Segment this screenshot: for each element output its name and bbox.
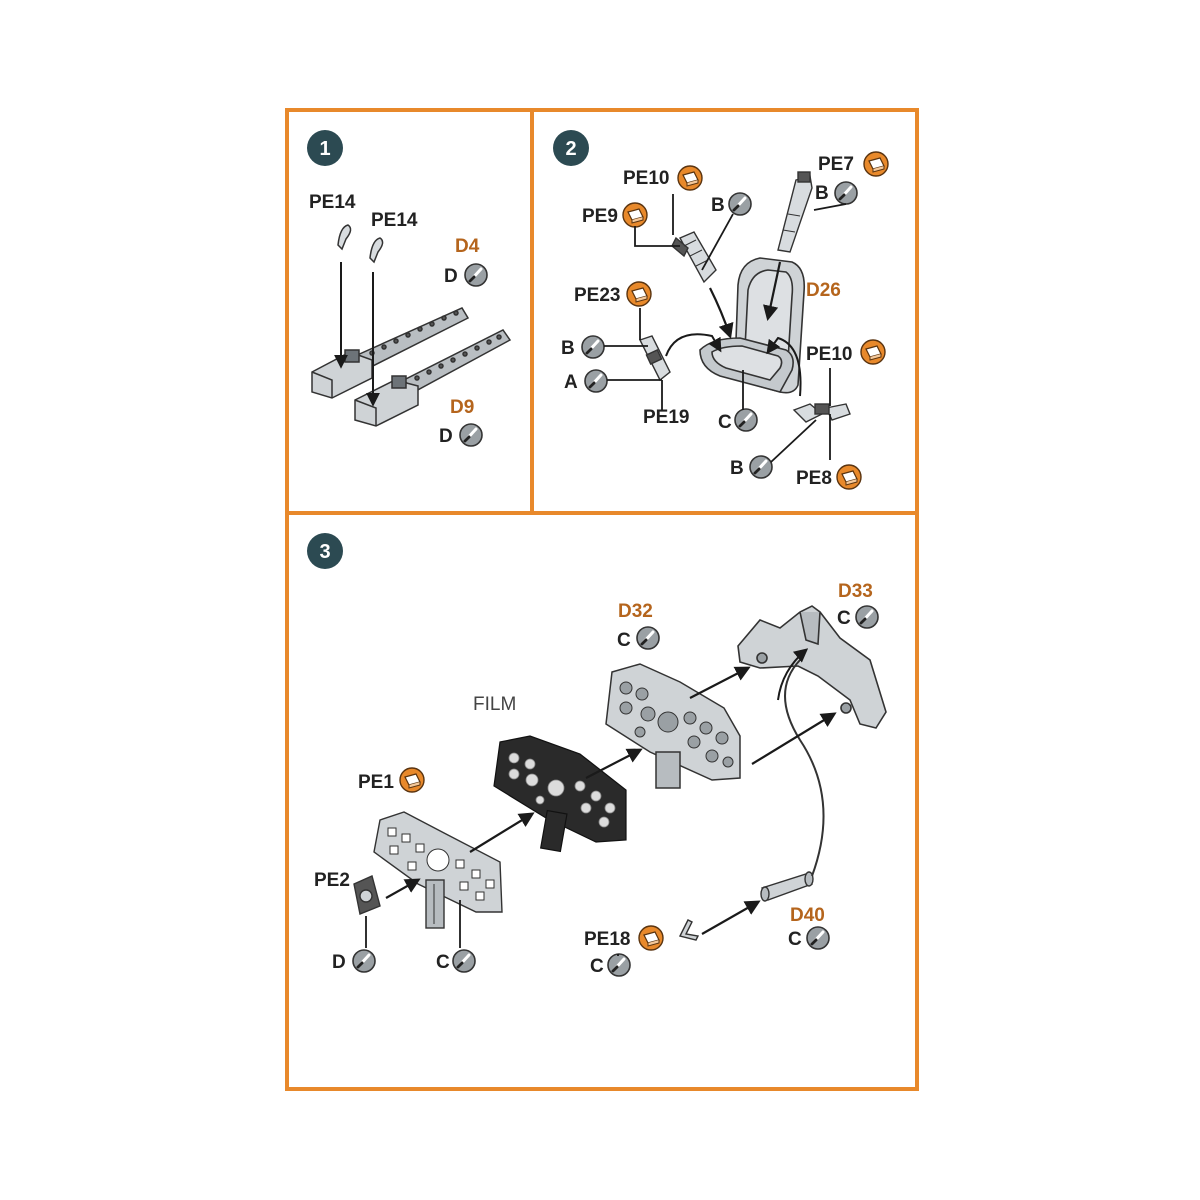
pe8-label: PE8	[796, 468, 832, 489]
arrow-icon	[763, 261, 782, 322]
step-3-leaders	[365, 900, 619, 956]
arrow-icon	[777, 648, 809, 701]
photo-etch-icon	[836, 464, 862, 490]
pe9-label: PE9	[582, 206, 618, 227]
paint-color-icon	[635, 625, 661, 651]
strap-pe7	[777, 171, 813, 253]
panel-pe1	[373, 811, 503, 929]
paint-color-icon	[854, 604, 880, 630]
photo-etch-icon	[860, 339, 886, 365]
d33-color-label: C	[837, 608, 851, 629]
d26-label: D26	[806, 280, 841, 301]
paint-color-icon	[580, 334, 606, 360]
a-left-label: A	[564, 372, 578, 393]
arrow-icon	[385, 878, 421, 899]
pe7-color-label: B	[815, 183, 829, 204]
photo-etch-icon	[677, 165, 703, 191]
pe2-label: PE2	[314, 870, 350, 891]
svg-text:2: 2	[565, 138, 576, 160]
pe1-color-label: C	[436, 952, 450, 973]
step-2-badge: 2	[553, 130, 589, 166]
paint-color-icon	[606, 952, 632, 978]
step-1-frame	[285, 108, 534, 515]
pe2-color-label: D	[332, 952, 346, 973]
d40-label: D40	[790, 905, 825, 926]
seat-d26	[699, 257, 806, 394]
arrow-icon	[585, 748, 643, 779]
c-seat-label: C	[718, 412, 732, 433]
pe14-label-b: PE14	[371, 210, 418, 231]
instrument-film	[493, 735, 627, 853]
arrow-icon	[469, 812, 535, 853]
pe18-label: PE18	[584, 929, 630, 950]
pe7-label: PE7	[818, 154, 854, 175]
bracket-d33	[737, 605, 887, 729]
pe14-part-a	[337, 224, 352, 251]
arrow-icon	[689, 666, 751, 699]
step-2-frame	[530, 108, 919, 515]
paint-color-icon	[833, 180, 859, 206]
d33-label: D33	[838, 581, 873, 602]
photo-etch-icon	[622, 202, 648, 228]
step-2: 2 PE10 PE7 B PE9 B D26 PE23 B A PE19 C P…	[553, 130, 889, 490]
paint-color-icon	[727, 191, 753, 217]
photo-etch-icon	[638, 925, 664, 951]
d9-color-label: D	[439, 426, 453, 447]
rod-d40	[760, 871, 814, 902]
d32-label: D32	[618, 601, 653, 622]
arrow-icon	[709, 287, 734, 339]
d32-color-label: C	[617, 630, 631, 651]
pe10-right-label: PE10	[806, 344, 852, 365]
b-strap-label: B	[711, 195, 725, 216]
arrow-icon	[751, 712, 837, 765]
paint-color-icon	[351, 948, 377, 974]
paint-color-icon	[451, 948, 477, 974]
d4-label: D4	[455, 236, 480, 257]
machine-gun-d4	[311, 307, 470, 399]
lap-belt-pe23-pe19	[639, 335, 671, 382]
pe1-label: PE1	[358, 772, 394, 793]
film-label: FILM	[473, 694, 516, 715]
step-2-leaders	[604, 194, 847, 463]
cable	[784, 659, 825, 877]
paint-color-icon	[733, 407, 759, 433]
instrument-panel-d32	[605, 663, 741, 789]
panel-frames	[285, 108, 919, 1091]
part-pe18	[678, 919, 700, 941]
step-3-badge: 3	[307, 533, 343, 569]
step-1-badge: 1	[307, 130, 343, 166]
pe19-label: PE19	[643, 407, 689, 428]
harness-pe10-pe9	[671, 231, 717, 284]
paint-color-icon	[748, 454, 774, 480]
d9-label: D9	[450, 397, 474, 418]
pe14-label-a: PE14	[309, 192, 356, 213]
pe14-part-b	[369, 237, 384, 264]
photo-etch-icon	[626, 281, 652, 307]
buckle-pe10-pe8	[792, 403, 851, 423]
step-3-frame	[285, 511, 919, 1091]
pe18-color-label: C	[590, 956, 604, 977]
b-left-label: B	[561, 338, 575, 359]
part-pe2	[353, 875, 381, 915]
photo-etch-icon	[399, 767, 425, 793]
d40-color-label: C	[788, 929, 802, 950]
paint-color-icon	[805, 925, 831, 951]
svg-text:1: 1	[319, 138, 330, 160]
arrow-icon	[766, 336, 802, 397]
photo-etch-icon	[863, 151, 889, 177]
pe10-top-label: PE10	[623, 168, 669, 189]
svg-text:3: 3	[319, 541, 330, 563]
paint-color-icon	[463, 262, 489, 288]
arrow-icon	[665, 333, 722, 357]
paint-color-icon	[458, 422, 484, 448]
pe23-label: PE23	[574, 285, 620, 306]
step-3: 3 FILM D32 C D33 C PE1 PE2 D C PE18 C D4…	[307, 533, 887, 978]
step-1: 1 PE14 PE14 D4 D D9 D	[307, 130, 512, 448]
paint-color-icon	[583, 368, 609, 394]
d4-color-label: D	[444, 266, 458, 287]
machine-gun-d9	[354, 329, 512, 427]
b-bottom-label: B	[730, 458, 744, 479]
arrow-icon	[701, 900, 761, 935]
